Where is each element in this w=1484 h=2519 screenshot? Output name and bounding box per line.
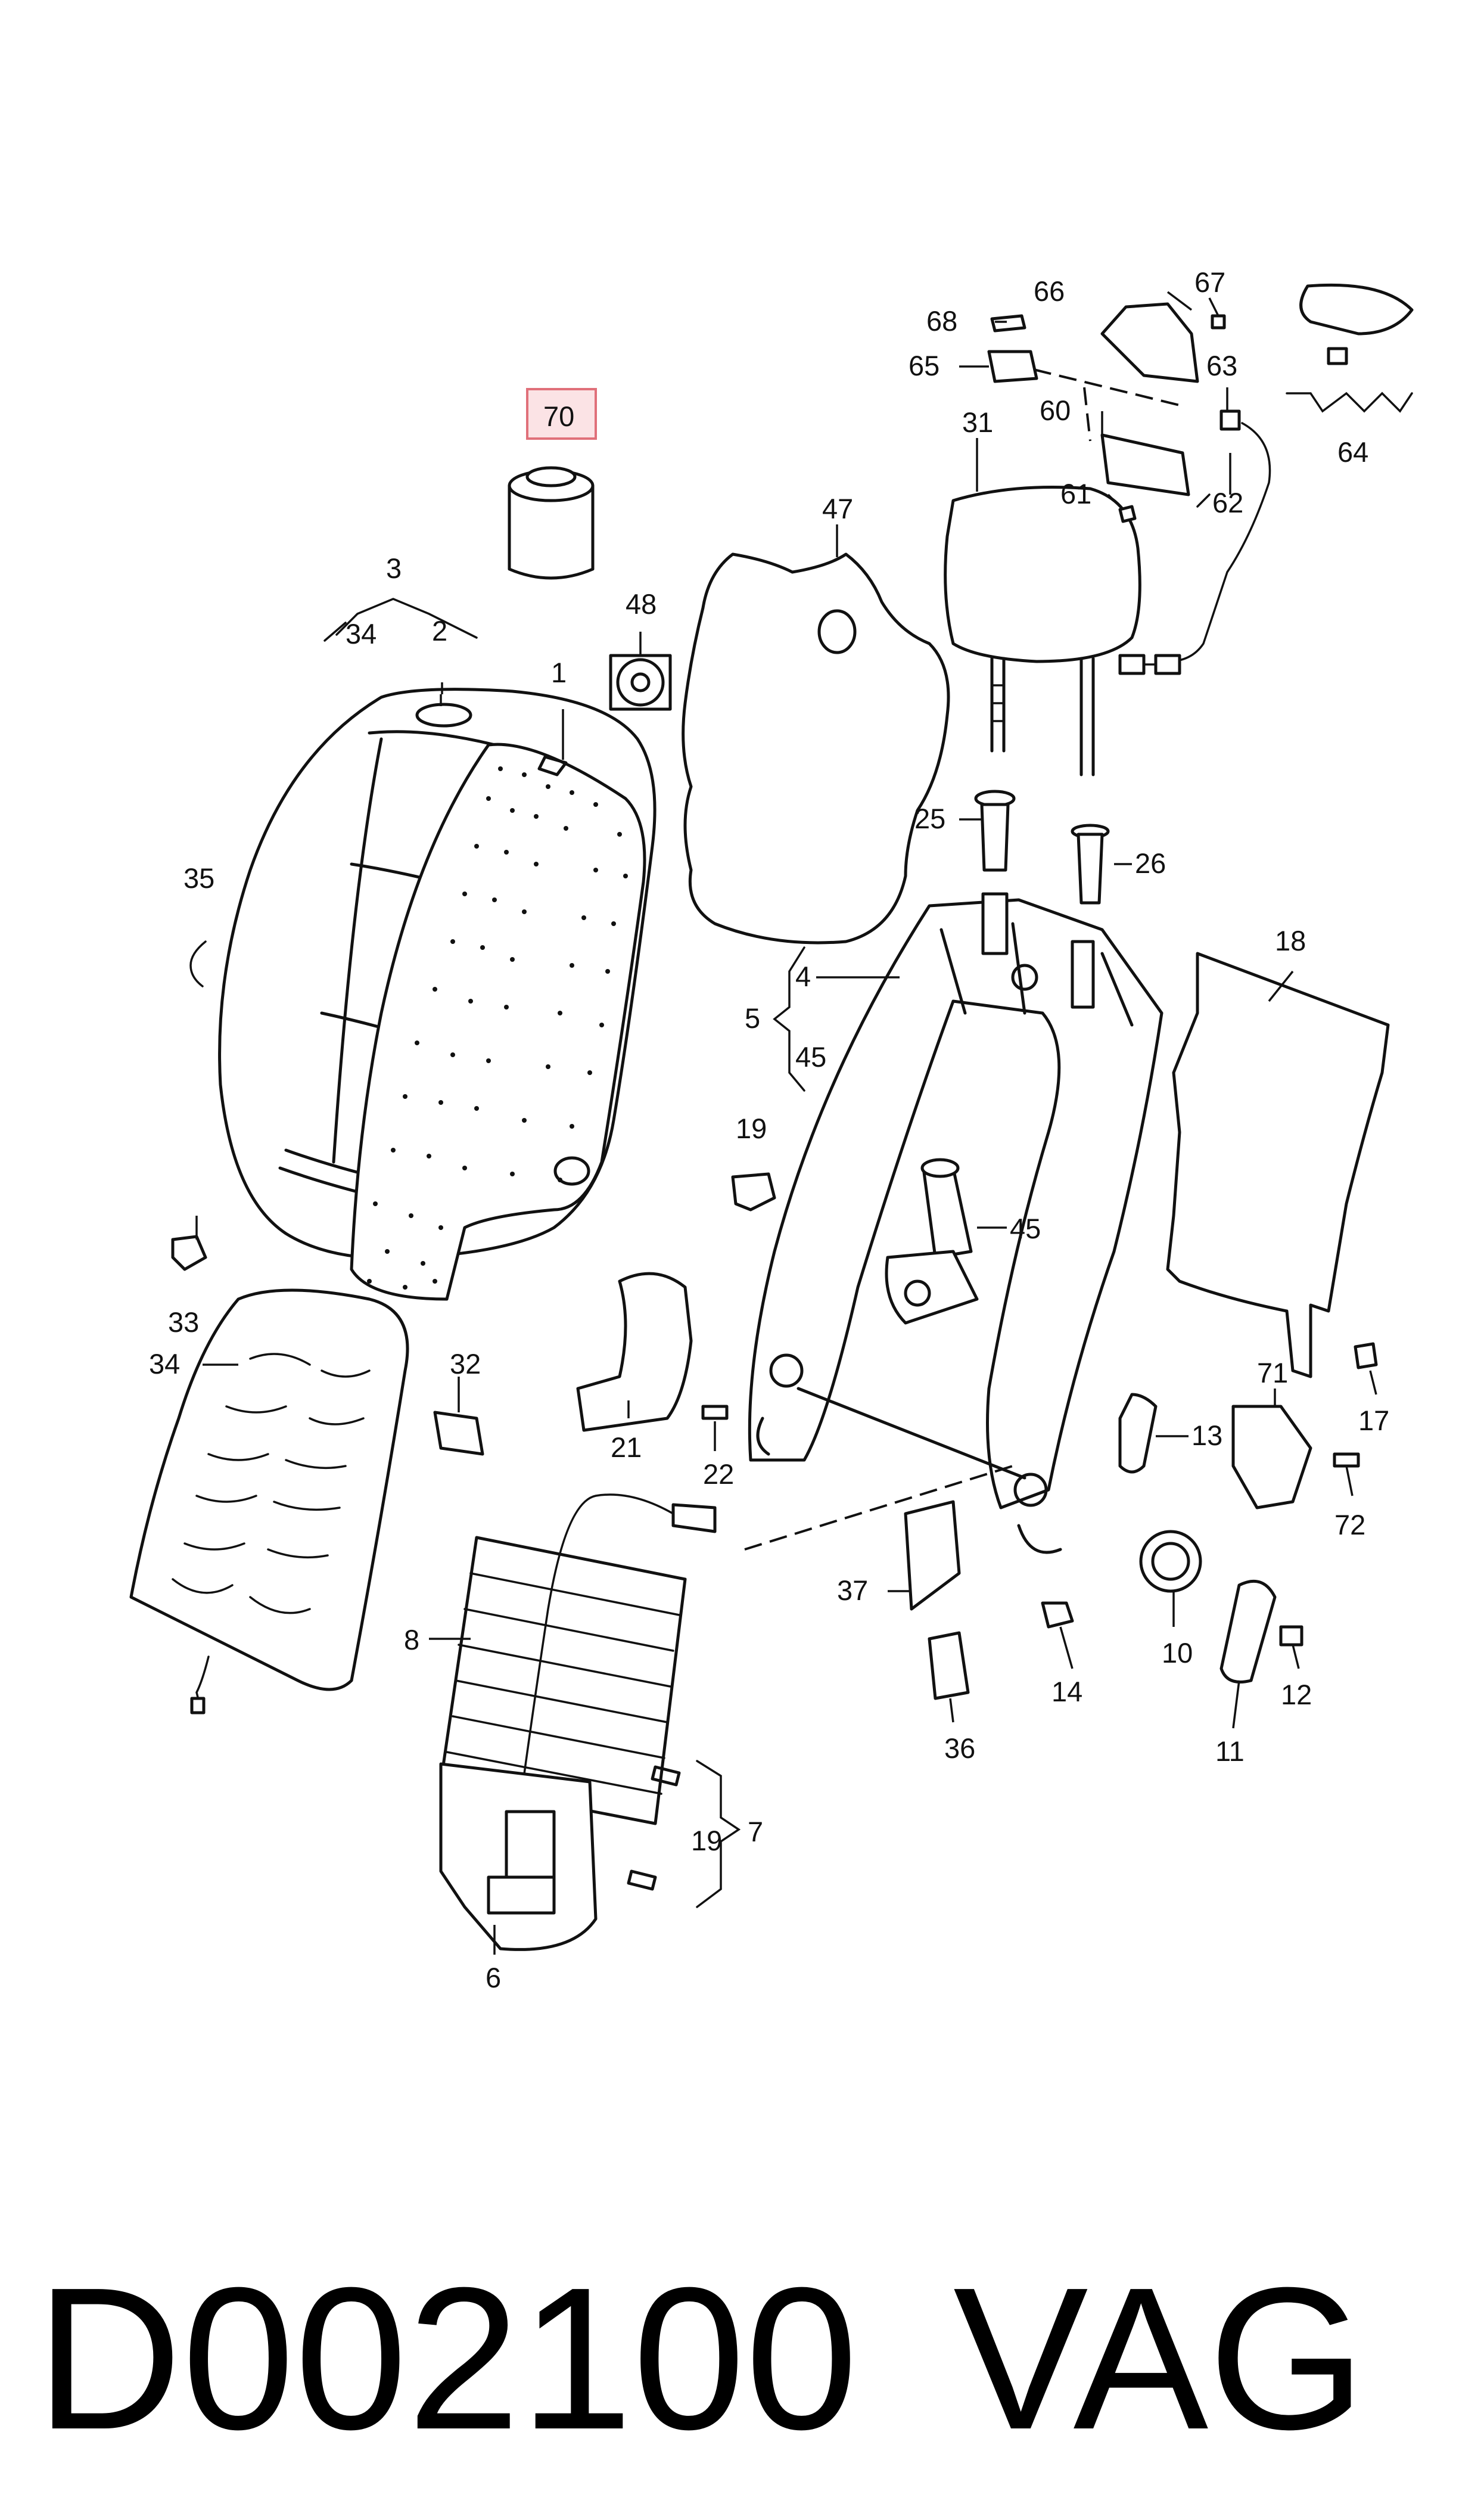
- label-72: 72: [1334, 1509, 1365, 1540]
- headrest-31-drawing: [944, 486, 1141, 776]
- label-34a: 34: [346, 618, 377, 650]
- label-62: 62: [1212, 487, 1243, 518]
- label-26: 26: [1135, 847, 1166, 879]
- headrest-electronics-drawing: [987, 283, 1414, 675]
- label-35: 35: [183, 862, 214, 894]
- clip-35-drawing: [189, 940, 207, 987]
- label-13: 13: [1191, 1420, 1222, 1451]
- cover-37-drawing: [904, 1500, 961, 1611]
- label-36: 36: [944, 1732, 975, 1764]
- clip-33-drawing: [171, 1235, 207, 1271]
- label-34b: 34: [149, 1348, 180, 1380]
- label-68: 68: [926, 305, 957, 337]
- label-21: 21: [611, 1431, 642, 1463]
- label-17: 17: [1358, 1405, 1389, 1436]
- label-14: 14: [1051, 1676, 1082, 1707]
- trim-21-drawing: [576, 1272, 693, 1432]
- label-5: 5: [745, 1002, 760, 1034]
- label-71: 71: [1257, 1357, 1288, 1389]
- label-45b: 45: [1010, 1213, 1041, 1244]
- bolt-22-drawing: [701, 1405, 729, 1420]
- label-1: 1: [551, 657, 567, 688]
- label-48: 48: [626, 588, 657, 620]
- label-31: 31: [962, 406, 993, 438]
- bracket-5: [773, 946, 805, 1092]
- label-19a: 19: [736, 1113, 767, 1144]
- lumbar-frame-8-drawing: [439, 1536, 687, 1951]
- label-66: 66: [1034, 275, 1065, 307]
- knob-10-drawing: [1139, 1530, 1202, 1593]
- label-33: 33: [168, 1306, 199, 1338]
- dash-lumbar: [744, 1465, 1013, 1551]
- label-65: 65: [909, 350, 939, 381]
- label-18: 18: [1275, 925, 1306, 956]
- label-11: 11: [1215, 1735, 1245, 1767]
- label-8: 8: [404, 1624, 419, 1655]
- panel-18-drawing: [1166, 952, 1390, 1378]
- guide-25-drawing: [974, 790, 1016, 872]
- label-45a: 45: [795, 1041, 826, 1073]
- strap-13-drawing: [1118, 1393, 1158, 1474]
- label-64: 64: [1337, 436, 1368, 468]
- label-60: 60: [1040, 395, 1071, 426]
- label-61: 61: [1060, 478, 1091, 510]
- seat-back-cover-drawing: [218, 598, 657, 1301]
- bracket-7: [696, 1760, 741, 1908]
- label-4: 4: [795, 961, 811, 992]
- springs-19-drawing: [627, 1765, 681, 1891]
- label-6: 6: [486, 1962, 501, 1993]
- lever-11-drawing: [1219, 1579, 1277, 1684]
- guide-26-drawing: [1071, 824, 1110, 905]
- label-32: 32: [450, 1348, 481, 1380]
- bracket-71-drawing: [1231, 1405, 1312, 1509]
- label-67: 67: [1194, 266, 1225, 298]
- label-63: 63: [1206, 350, 1237, 381]
- label-70: 70: [543, 400, 574, 432]
- label-25: 25: [914, 803, 945, 834]
- bracket-64: [1286, 392, 1413, 413]
- cross-rod: [797, 1387, 1026, 1480]
- brand-name: VAG: [953, 2245, 1366, 2472]
- diagram-code: D002100: [36, 2245, 858, 2472]
- cover-36-drawing: [928, 1631, 970, 1700]
- clip-12-drawing: [1279, 1625, 1303, 1647]
- connector-cable: [671, 1503, 717, 1533]
- label-2: 2: [432, 615, 447, 647]
- label-10: 10: [1162, 1637, 1193, 1669]
- bolt-72-drawing: [1333, 1452, 1360, 1468]
- backrest-frame-drawing: [748, 892, 1163, 1554]
- nut-17-drawing: [1354, 1342, 1378, 1369]
- seat-back-pad-drawing: [129, 1288, 409, 1714]
- motor-45-drawing: [885, 1158, 979, 1325]
- label-22: 22: [703, 1458, 734, 1490]
- label-19b: 19: [691, 1825, 722, 1856]
- foam-47-drawing: [682, 552, 950, 945]
- clip-19-drawing: [731, 1172, 776, 1212]
- can-70-drawing: [508, 388, 597, 580]
- leader-lines: [195, 291, 1377, 1955]
- clip-32-drawing: [433, 1411, 484, 1456]
- dash-headrest: [1033, 368, 1180, 442]
- label-37: 37: [837, 1574, 868, 1606]
- label-3: 3: [386, 552, 402, 584]
- part-labels: 1 2 3 34 34 35 33 47 48 31 25 26 4 5 45 …: [149, 266, 1389, 1993]
- screw-14-drawing: [1041, 1601, 1074, 1629]
- lumbar-cable: [517, 1493, 674, 1819]
- label-47: 47: [822, 493, 853, 524]
- fan-48-drawing: [609, 654, 672, 711]
- label-12: 12: [1281, 1679, 1312, 1710]
- label-7: 7: [748, 1816, 763, 1847]
